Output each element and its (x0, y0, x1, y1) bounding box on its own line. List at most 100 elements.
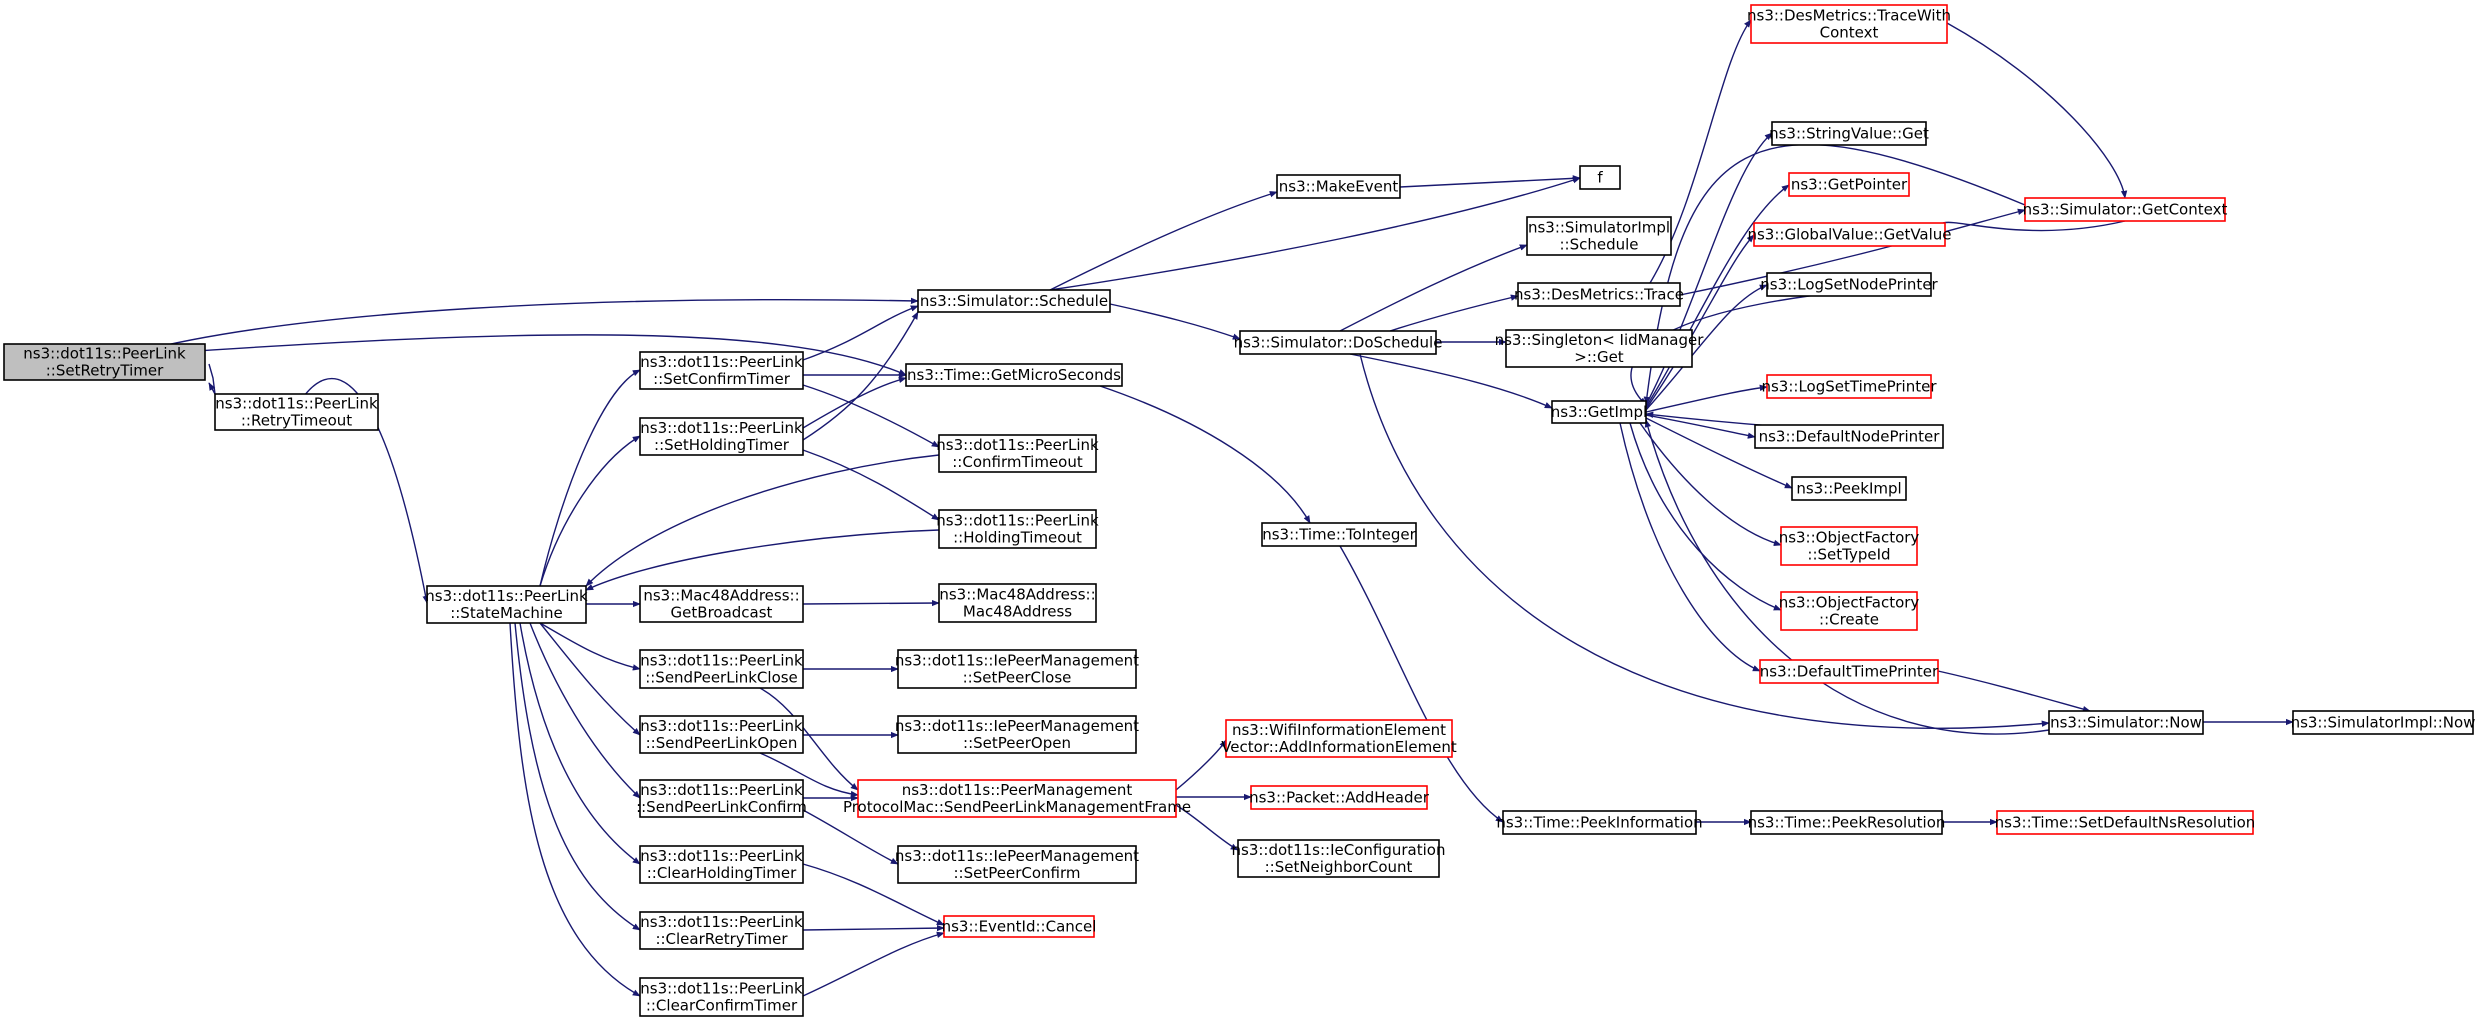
node-time-peek-information[interactable]: ns3::Time::PeekInformation (1496, 810, 1703, 835)
node-simulator-now[interactable]: ns3::Simulator::Now (2048, 710, 2204, 735)
node-label: ns3::GlobalValue::GetValue (1747, 226, 1951, 244)
node-box (938, 434, 1097, 473)
node-set-peer-close[interactable]: ns3::dot11s::IePeerManagement::SetPeerCl… (895, 649, 1139, 689)
node-box (1766, 272, 1932, 297)
call-edge (1645, 184, 1790, 408)
node-holding-timeout[interactable]: ns3::dot11s::PeerLink::HoldingTimeout (936, 509, 1099, 549)
call-edge (802, 449, 940, 521)
node-label: ns3::DefaultTimePrinter (1760, 663, 1939, 681)
node-label: f (1597, 169, 1603, 187)
node-time-set-default-ns-resolution[interactable]: ns3::Time::SetDefaultNsResolution (1995, 810, 2256, 835)
node-label: ns3::Mac48Address:: (939, 586, 1095, 604)
node-time-to-integer[interactable]: ns3::Time::ToInteger (1261, 522, 1417, 547)
node-label: ns3::dot11s::PeerLink (23, 345, 186, 363)
node-log-set-time-printer[interactable]: ns3::LogSetTimePrinter (1761, 374, 1937, 399)
node-get-pointer[interactable]: ns3::GetPointer (1788, 172, 1910, 197)
node-box (1996, 810, 2254, 835)
node-simulator-schedule[interactable]: ns3::Simulator::Schedule (917, 289, 1111, 313)
node-label: ns3::dot11s::PeerManagement (902, 781, 1133, 799)
node-box (639, 649, 804, 689)
node-label: ns3::ObjectFactory (1779, 529, 1920, 547)
node-set-confirm-timer[interactable]: ns3::dot11s::PeerLink::SetConfirmTimer (639, 351, 804, 390)
call-edge (1679, 208, 2026, 296)
node-simulator-get-context[interactable]: ns3::Simulator::GetContext (2023, 197, 2228, 222)
node-box (2024, 197, 2226, 222)
node-retry-timeout[interactable]: ns3::dot11s::PeerLink::RetryTimeout (214, 393, 379, 431)
node-f[interactable]: f (1579, 165, 1621, 190)
call-edge (802, 931, 945, 997)
node-send-peer-link-close[interactable]: ns3::dot11s::PeerLink::SendPeerLinkClose (639, 649, 804, 689)
node-box (1780, 526, 1918, 566)
node-clear-retry-timer[interactable]: ns3::dot11s::PeerLink::ClearRetryTimer (639, 911, 804, 950)
call-edge (1645, 284, 1768, 411)
node-box (1237, 839, 1440, 878)
node-singleton-iid-manager-get[interactable]: ns3::Singleton< IidManager>::Get (1495, 329, 1705, 368)
node-label: Vector::AddInformationElement (1221, 738, 1457, 756)
call-edge (1946, 22, 2128, 199)
node-state-machine[interactable]: ns3::dot11s::PeerLink::StateMachine (425, 585, 588, 624)
node-object-factory-set-type-id[interactable]: ns3::ObjectFactory::SetTypeId (1779, 526, 1920, 566)
node-mac48-address[interactable]: ns3::Mac48Address::Mac48Address (938, 583, 1097, 623)
node-get-broadcast[interactable]: ns3::Mac48Address::GetBroadcast (639, 585, 804, 623)
call-edge (295, 377, 429, 604)
node-send-peer-link-confirm[interactable]: ns3::dot11s::PeerLink::SendPeerLinkConfi… (636, 779, 807, 818)
node-label: ns3::dot11s::PeerLink (640, 847, 803, 865)
node-box (857, 779, 1177, 818)
node-label: ns3::Simulator::Schedule (920, 292, 1108, 310)
call-edge (759, 752, 859, 798)
call-edges (136, 19, 2294, 997)
node-string-value-get[interactable]: ns3::StringValue::Get (1769, 121, 1929, 146)
node-log-set-node-printer[interactable]: ns3::LogSetNodePrinter (1760, 272, 1939, 297)
node-make-event[interactable]: ns3::MakeEvent (1276, 174, 1401, 199)
node-label: ns3::Time::SetDefaultNsResolution (1995, 814, 2256, 832)
node-box (1276, 174, 1401, 199)
node-label: ns3::DesMetrics::TraceWith (1747, 7, 1951, 25)
node-send-peer-link-mgmt-frame[interactable]: ns3::dot11s::PeerManagementProtocolMac::… (843, 779, 1191, 818)
node-box (639, 585, 804, 623)
node-label: Context (1820, 24, 1879, 42)
node-clear-holding-timer[interactable]: ns3::dot11s::PeerLink::ClearHoldingTimer (639, 845, 804, 884)
call-edge (802, 376, 907, 429)
call-edge (514, 622, 641, 931)
node-label: ns3::dot11s::PeerLink (215, 395, 378, 413)
node-set-peer-confirm[interactable]: ns3::dot11s::IePeerManagement::SetPeerCo… (895, 845, 1139, 884)
call-edge (519, 622, 641, 865)
node-box (639, 911, 804, 950)
node-default-node-printer[interactable]: ns3::DefaultNodePrinter (1754, 424, 1944, 449)
node-box (917, 289, 1111, 313)
node-set-retry-timer[interactable]: ns3::dot11s::PeerLink::SetRetryTimer (3, 343, 206, 381)
node-do-schedule[interactable]: ns3::Simulator::DoSchedule (1234, 330, 1443, 355)
node-des-metrics-trace[interactable]: ns3::DesMetrics::Trace (1514, 282, 1684, 307)
node-send-peer-link-open[interactable]: ns3::dot11s::PeerLink::SendPeerLinkOpen (639, 715, 804, 754)
node-time-peek-resolution[interactable]: ns3::Time::PeekResolution (1748, 810, 1946, 835)
node-get-impl[interactable]: ns3::GetImpl (1551, 400, 1647, 424)
node-global-value-get-value[interactable]: ns3::GlobalValue::GetValue (1747, 222, 1952, 247)
node-ie-config-set-neighbor-count[interactable]: ns3::dot11s::IeConfiguration::SetNeighbo… (1232, 839, 1446, 878)
node-get-micro-seconds[interactable]: ns3::Time::GetMicroSeconds (905, 363, 1123, 387)
node-box (1759, 659, 1939, 684)
node-event-id-cancel[interactable]: ns3::EventId::Cancel (942, 915, 1097, 938)
node-object-factory-create[interactable]: ns3::ObjectFactory::Create (1779, 591, 1920, 631)
node-box (3, 343, 206, 381)
call-edge (1645, 414, 1756, 439)
node-set-holding-timer[interactable]: ns3::dot11s::PeerLink::SetHoldingTimer (639, 417, 804, 456)
node-peek-impl[interactable]: ns3::PeekImpl (1791, 476, 1907, 501)
node-default-time-printer[interactable]: ns3::DefaultTimePrinter (1759, 659, 1939, 684)
node-label: ns3::DefaultNodePrinter (1759, 428, 1941, 446)
node-label: ::Schedule (1559, 236, 1638, 254)
node-label: ns3::Packet::AddHeader (1249, 789, 1430, 807)
node-packet-add-header[interactable]: ns3::Packet::AddHeader (1249, 785, 1430, 810)
node-simulator-impl-schedule[interactable]: ns3::SimulatorImpl::Schedule (1526, 216, 1672, 256)
call-edge (136, 297, 919, 353)
node-label: ns3::WifiInformationElement (1232, 721, 1446, 739)
node-label: ::StateMachine (450, 604, 563, 622)
node-wifi-ie-vector-add[interactable]: ns3::WifiInformationElementVector::AddIn… (1221, 719, 1457, 758)
node-label: ns3::Time::PeekResolution (1748, 814, 1946, 832)
node-simulator-impl-now[interactable]: ns3::SimulatorImpl::Now (2291, 710, 2476, 735)
node-label: ns3::Simulator::Now (2050, 714, 2202, 732)
node-confirm-timeout[interactable]: ns3::dot11s::PeerLink::ConfirmTimeout (936, 434, 1099, 473)
function-nodes: ns3::dot11s::PeerLink::SetRetryTimerns3:… (3, 4, 2476, 1017)
node-clear-confirm-timer[interactable]: ns3::dot11s::PeerLink::ClearConfirmTimer (639, 977, 804, 1017)
node-set-peer-open[interactable]: ns3::dot11s::IePeerManagement::SetPeerOp… (895, 715, 1139, 754)
